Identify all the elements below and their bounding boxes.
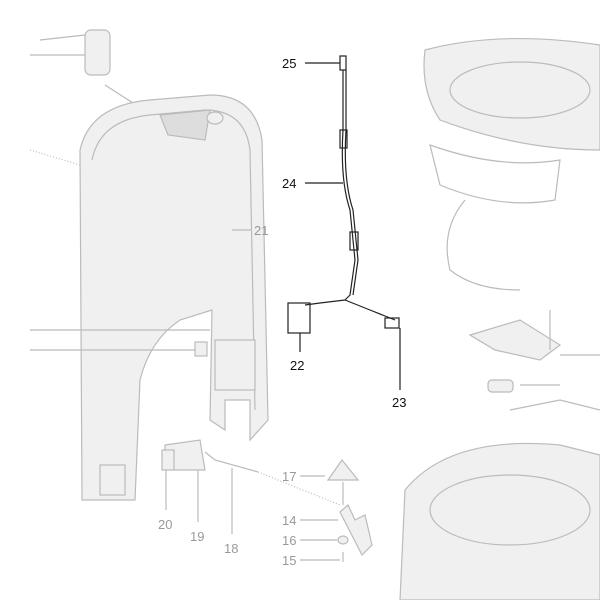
float-assembly <box>300 458 373 562</box>
back-panel-part-21 <box>29 94 269 501</box>
lever-assembly <box>161 439 341 534</box>
callout-15: 15 <box>282 553 296 568</box>
callout-19: 19 <box>190 529 204 544</box>
callout-14: 14 <box>282 513 296 528</box>
callout-21: 21 <box>254 223 268 238</box>
callout-25: 25 <box>282 56 296 71</box>
callout-22: 22 <box>290 358 304 373</box>
wiring-harness <box>287 55 401 390</box>
callout-24: 24 <box>282 176 296 191</box>
callout-16: 16 <box>282 533 296 548</box>
toilet-bowl-parts <box>399 37 600 600</box>
callout-17: 17 <box>282 469 296 484</box>
callout-23: 23 <box>392 395 406 410</box>
callout-18: 18 <box>224 541 238 556</box>
callout-20: 20 <box>158 517 172 532</box>
